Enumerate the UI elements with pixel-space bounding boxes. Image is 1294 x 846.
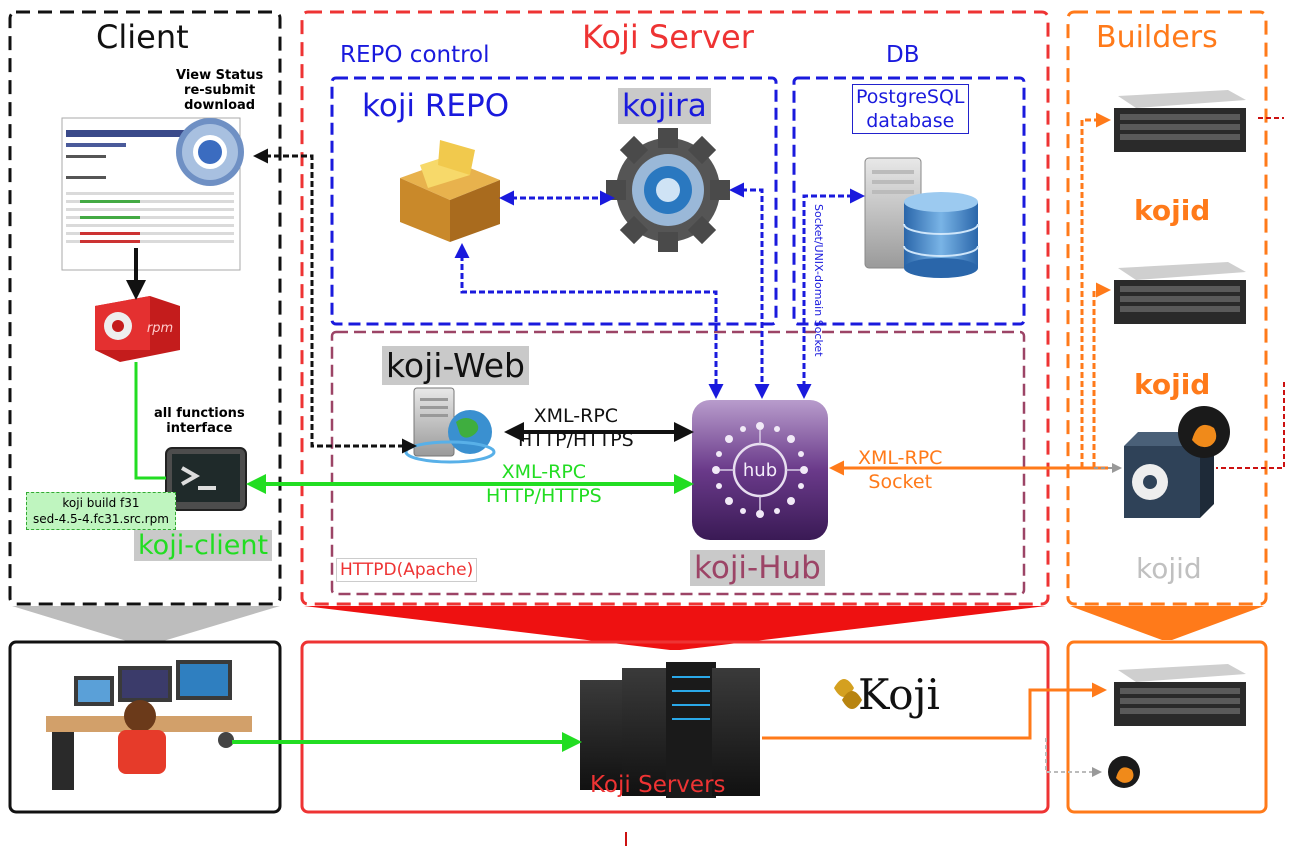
rpm-to-terminal-line [134, 362, 166, 480]
socket-unix-label: Socket/UNIX-domain Socket [812, 204, 825, 357]
db-label: DB [886, 42, 920, 68]
server-title: Koji Server [582, 18, 754, 56]
xmlrpc-socket-label: XML-RPC Socket [858, 446, 942, 494]
xmlrpc-socket-line1: XML-RPC [858, 447, 943, 469]
kojira-label: kojira [618, 88, 711, 124]
terminal-icon [165, 447, 247, 511]
client-summary-box [8, 640, 282, 814]
repo-control-label: REPO control [340, 42, 490, 68]
koji-logo-icon [834, 679, 862, 709]
servers-to-kojid-grey-arrow [1045, 738, 1102, 777]
all-functions-line1: all functions [154, 406, 245, 421]
xmlrpc-socket-line2: Socket [868, 471, 933, 493]
koji-repo-label: koji REPO [362, 88, 510, 124]
builders-title: Builders [1096, 20, 1218, 55]
browser-icon [176, 118, 244, 186]
xmlrpc-client-label: XML-RPC HTTP/HTTPS [486, 460, 602, 508]
view-status-line1: View Status [176, 68, 264, 83]
xmlrpc-web-line1: XML-RPC [533, 405, 619, 427]
server-funnel [304, 606, 1046, 650]
koji-web-label: koji-Web [382, 346, 529, 385]
db-hub-arrow [796, 188, 865, 399]
kojid-label-3: kojid [1136, 552, 1202, 585]
koji-hub-icon [692, 400, 828, 540]
kojid-label-2: kojid [1134, 368, 1211, 401]
builders-vertical-line [1080, 112, 1111, 468]
view-status-line2: re-submit [184, 83, 256, 98]
koji-hub-label: koji-Hub [690, 550, 825, 586]
red-dashed-connector [1216, 117, 1285, 469]
koji-servers-label: Koji Servers [590, 772, 726, 798]
all-functions-line2: interface [166, 421, 233, 436]
builders-frame [1066, 10, 1268, 606]
cmd-line2: sed-4.5-4.fc31.src.rpm [33, 512, 169, 526]
koji-build-command-note: koji build f31 sed-4.5-4.fc31.src.rpm [26, 492, 176, 530]
cmd-line1: koji build f31 [62, 496, 140, 510]
xmlrpc-web-label: XML-RPC HTTP/HTTPS [518, 404, 634, 452]
server-summary-box [300, 640, 1050, 814]
db-frame [792, 76, 1026, 326]
kojira-hub-arrow [729, 182, 770, 399]
client-funnel [12, 606, 280, 642]
builder-server-2 [1114, 262, 1246, 324]
xmlrpc-web-line2: HTTP/HTTPS [518, 429, 634, 451]
servers-to-builder-arrow [762, 682, 1107, 740]
kojid-small-icon [1108, 756, 1140, 788]
builder-server-1 [1114, 90, 1246, 152]
developers-illustration [46, 660, 252, 790]
view-status-label: View Status re-submit download [176, 68, 263, 113]
hub-icon-text: hub [743, 460, 777, 481]
postgresql-label: PostgreSQL database [852, 84, 969, 134]
repo-box-icon [400, 140, 500, 242]
httpd-label: HTTPD(Apache) [336, 558, 478, 582]
builders-vertical-line-2 [1092, 282, 1111, 468]
postgresql-line1: PostgreSQL [856, 86, 965, 108]
rpm-package-icon [95, 296, 180, 362]
koji-client-label: koji-client [134, 530, 273, 561]
view-status-line3: download [184, 98, 256, 113]
builder-server-3 [1114, 664, 1246, 726]
kojid-label-1: kojid [1134, 194, 1211, 227]
database-server-icon [864, 157, 979, 278]
builders-funnel [1070, 606, 1264, 640]
client-title: Client [96, 18, 189, 56]
koji-logo-text: Koji [858, 670, 940, 719]
web-server-icon [404, 387, 496, 464]
xmlrpc-client-line2: HTTP/HTTPS [486, 485, 602, 507]
builders-summary-box [1066, 640, 1268, 814]
postgresql-line2: database [866, 110, 955, 132]
koji-servers-cluster [580, 662, 760, 798]
kojid-daemon-icon [1124, 406, 1230, 518]
rpm-icon-text: rpm [147, 321, 173, 336]
all-functions-label: all functions interface [154, 406, 245, 436]
repo-hub-arrow [454, 243, 724, 399]
browser-to-web-arrow [253, 148, 417, 454]
kojira-gear-icon [606, 128, 730, 252]
xmlrpc-client-line1: XML-RPC [501, 461, 587, 483]
